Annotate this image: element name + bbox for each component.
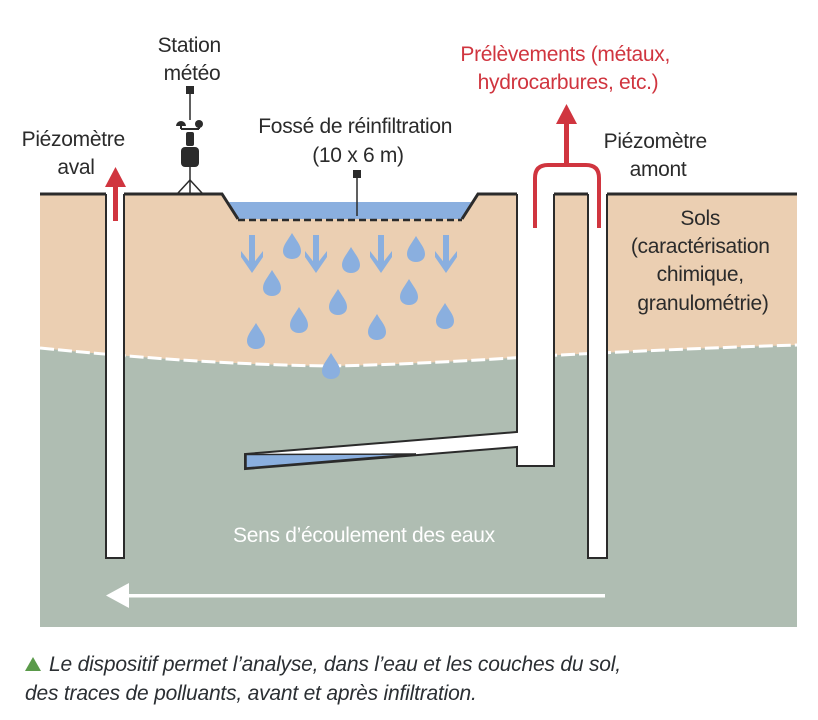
down-arrow-icon <box>305 235 327 273</box>
up-arrow-icon <box>105 167 126 187</box>
water-table-line <box>39 343 798 368</box>
piezometer-downstream-well <box>105 194 125 559</box>
label-sols: Sols (caractérisation chimique, granulom… <box>631 207 775 315</box>
label-fosse: Fossé de réinfiltration (10 x 6 m) <box>258 115 457 167</box>
infiltration-arrows <box>241 235 457 273</box>
ditch-water <box>229 202 471 219</box>
infiltration-diagram: Station météo Piézomètre aval Fossé de r… <box>22 34 798 627</box>
drain-water <box>245 453 417 469</box>
sampling-arrows <box>105 104 601 228</box>
down-arrow-icon <box>370 235 392 273</box>
flow-direction-arrow <box>106 583 605 608</box>
caption-line-1: Le dispositif permet l’analyse, dans l’e… <box>49 653 621 676</box>
piezometer-upstream-well <box>587 194 608 559</box>
weather-station-icon <box>176 86 203 194</box>
down-arrow-icon <box>435 235 457 273</box>
figure-caption: Le dispositif permet l’analyse, dans l’e… <box>25 650 805 708</box>
label-station-meteo: Station météo <box>158 34 227 85</box>
up-arrow-icon <box>556 104 577 124</box>
label-piezometre-aval: Piézomètre aval <box>22 128 131 179</box>
caption-line-2: des traces de polluants, avant et après … <box>25 682 477 705</box>
ditch-leader <box>353 170 361 216</box>
triangle-up-icon <box>25 657 41 671</box>
label-piezometre-amont: Piézomètre amont <box>604 130 713 181</box>
ground-surface <box>40 192 797 220</box>
label-prelevements: Prélèvements (métaux, hydrocarbures, etc… <box>460 43 675 94</box>
groundwater-layer <box>40 340 797 627</box>
label-flow-direction: Sens d’écoulement des eaux <box>233 524 496 547</box>
sampling-well-with-drain <box>244 194 555 471</box>
left-arrow-icon <box>106 583 129 608</box>
down-arrow-icon <box>241 235 263 273</box>
